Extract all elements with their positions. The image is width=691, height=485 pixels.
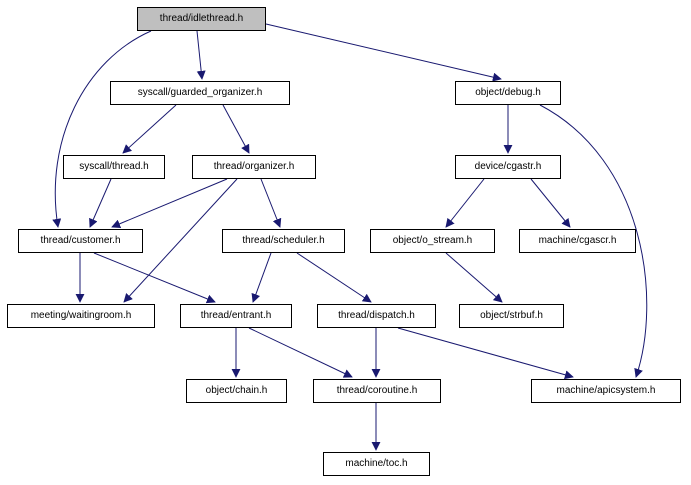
edge-organizer-to-waitingroom (123, 178, 238, 303)
edge-syscall-thread-to-customer (89, 178, 112, 228)
node-syscall-thread[interactable]: syscall/thread.h (63, 155, 165, 179)
edge-entrant-to-coroutine (248, 327, 353, 378)
node-idlethread: thread/idlethread.h (137, 7, 266, 31)
node-strbuf[interactable]: object/strbuf.h (459, 304, 564, 328)
node-entrant[interactable]: thread/entrant.h (180, 304, 292, 328)
edge-idlethread-to-customer (52, 30, 152, 228)
edge-scheduler-to-entrant (251, 252, 272, 303)
edge-idlethread-to-guarded-organizer (196, 30, 206, 80)
edge-cgastr-to-cgascr (530, 178, 571, 228)
node-cgascr[interactable]: machine/cgascr.h (519, 229, 636, 253)
node-dispatch[interactable]: thread/dispatch.h (317, 304, 436, 328)
edge-scheduler-to-dispatch (296, 252, 372, 303)
node-customer[interactable]: thread/customer.h (18, 229, 143, 253)
edge-cgastr-to-o-stream (445, 178, 485, 228)
edge-guarded-organizer-to-syscall-thread (122, 104, 177, 154)
node-apicsystem[interactable]: machine/apicsystem.h (531, 379, 681, 403)
edge-organizer-to-scheduler (260, 178, 282, 228)
edge-customer-to-entrant (93, 252, 216, 304)
node-o-stream[interactable]: object/o_stream.h (370, 229, 495, 253)
node-waitingroom[interactable]: meeting/waitingroom.h (7, 304, 155, 328)
node-guarded-organizer[interactable]: syscall/guarded_organizer.h (110, 81, 290, 105)
node-cgastr[interactable]: device/cgastr.h (455, 155, 561, 179)
edge-idlethread-to-debug (265, 23, 502, 82)
edge-guarded-organizer-to-organizer (222, 104, 250, 154)
node-scheduler[interactable]: thread/scheduler.h (222, 229, 345, 253)
node-coroutine[interactable]: thread/coroutine.h (313, 379, 441, 403)
node-toc[interactable]: machine/toc.h (323, 452, 430, 476)
node-chain[interactable]: object/chain.h (186, 379, 287, 403)
edge-o-stream-to-strbuf (445, 252, 503, 303)
node-debug[interactable]: object/debug.h (455, 81, 561, 105)
edge-dispatch-to-apicsystem (397, 327, 574, 380)
edge-organizer-to-customer (111, 178, 228, 229)
edge-debug-to-apicsystem (539, 104, 648, 378)
node-organizer[interactable]: thread/organizer.h (192, 155, 316, 179)
